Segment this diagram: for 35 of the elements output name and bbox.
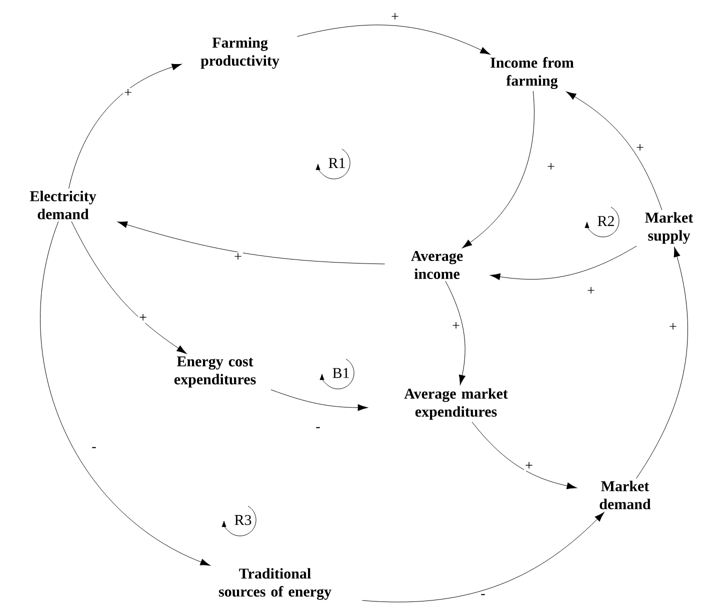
polarity-sign: + (138, 313, 148, 323)
variable-label: Energy cost expenditures (174, 356, 256, 388)
arrow (270, 389, 368, 411)
polarity-sign: - (480, 593, 486, 599)
arrow (566, 92, 662, 210)
arrow (362, 512, 604, 602)
arrow (472, 422, 577, 490)
arrow (296, 24, 490, 55)
variable-label: Market demand (600, 480, 651, 510)
polarity-sign: + (586, 286, 596, 296)
arrow (68, 64, 182, 189)
polarity-sign: - (90, 446, 98, 452)
polarity-sign: + (546, 162, 556, 172)
variable-label: Traditional sources of energy (218, 568, 332, 600)
polarity-sign: + (123, 88, 133, 98)
polarity-sign: + (451, 321, 461, 331)
polarity-sign: + (668, 322, 678, 332)
polarity-sign: + (233, 252, 243, 262)
arrow (71, 221, 187, 354)
variable-label: Average market expenditures (404, 388, 508, 420)
arrow (40, 221, 210, 566)
polarity-sign: - (314, 426, 322, 432)
arrow (490, 246, 637, 280)
polarity-sign: + (635, 143, 645, 153)
polarity-sign: + (390, 12, 400, 22)
variable-label: Income from farming (490, 57, 574, 89)
arrow (636, 246, 688, 479)
polarity-sign: + (524, 461, 534, 471)
variable-label: Market supply (645, 212, 694, 244)
arrow (445, 280, 466, 386)
variable-label: Average income (411, 250, 463, 279)
variable-label: Electricity demand (30, 190, 96, 220)
arrow (462, 90, 534, 248)
arrow (117, 221, 386, 264)
variable-label: Farming productivity (200, 37, 280, 69)
